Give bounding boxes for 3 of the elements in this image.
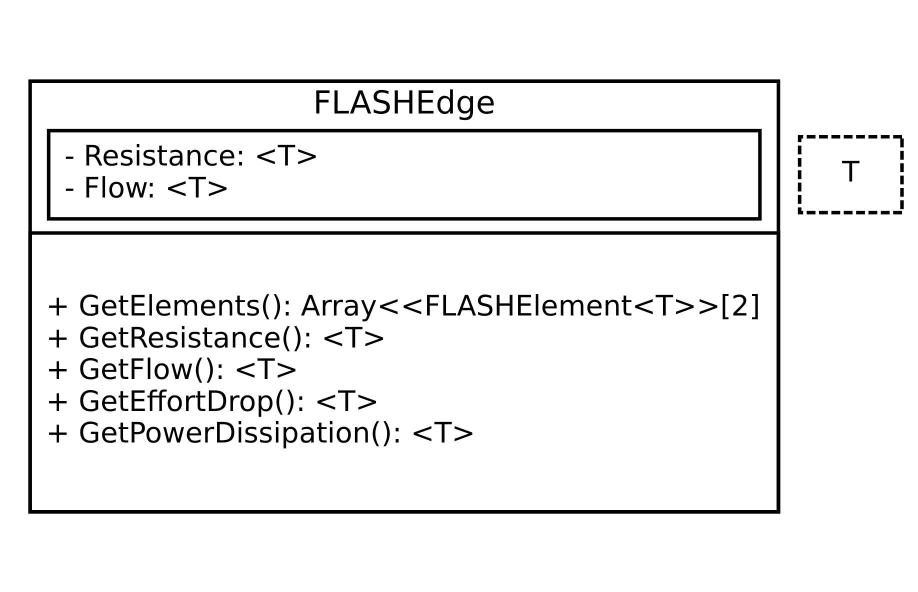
node-box: - Resistance: <T> - Flow: <T> bbox=[46, 128, 762, 220]
node-box: T bbox=[798, 134, 904, 214]
node-box: + GetElements(): Array<<FLASHElement<T>>[2] + GetResistance(): <T> + GetFlow(): <T> + GetEffortDrop(): <T> + GetPowerDissipation(): <T> bbox=[28, 230, 780, 514]
